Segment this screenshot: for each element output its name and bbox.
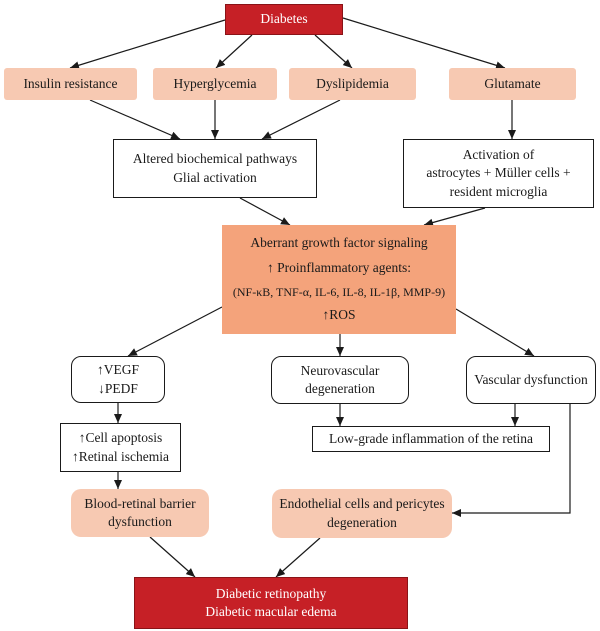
arrow-central-vegf [127,306,223,357]
activation-line1: Activation of [462,147,535,163]
endothelial-line1: Endothelial cells and pericytes [279,496,445,512]
neurovascular-line2: degeneration [305,381,375,396]
glial-activation-node: Activation of astrocytes + Müller cells … [403,139,594,208]
arrow-diabetes-dyslipidemia [314,34,353,69]
arrow-brb-outcome [149,536,196,578]
insulin-resistance-label: Insulin resistance [23,75,118,91]
vascular-dysfunction-label: Vascular dysfunction [474,371,588,387]
dyslipidemia-node: Dyslipidemia [289,68,416,100]
cytokines-line: (NF-κB, TNF-α, IL-6, IL-8, IL-1β, MMP-9) [232,284,446,299]
dyslipidemia-label: Dyslipidemia [316,75,389,91]
arrow-insulin-altered [89,99,181,140]
brb-line1: Blood-retinal barrier [84,495,196,511]
endothelial-line2: degeneration [327,514,397,530]
cell-apoptosis-line: ↑Cell apoptosis [78,430,163,446]
arrow-vascular-endothelial [452,404,571,517]
arrow-activation-central [423,207,486,227]
arrow-endothelial-outcome [275,537,321,578]
diabetic-retinopathy-node: Diabetic retinopathy Diabetic macular ed… [134,577,408,629]
neurovascular-node: Neurovascular degeneration [271,356,409,404]
endothelial-degeneration-node: Endothelial cells and pericytes degenera… [272,489,452,538]
proinflammatory-line: ↑ Proinflammatory agents: [267,260,411,276]
neurovascular-line1: Neurovascular [300,362,380,378]
low-grade-inflammation-node: Low-grade inflammation of the retina [312,426,550,452]
apoptosis-ischemia-node: ↑Cell apoptosis ↑Retinal ischemia [60,423,181,472]
aberrant-signaling-line: Aberrant growth factor signaling [250,235,428,251]
brb-dysfunction-node: Blood-retinal barrier dysfunction [71,489,209,537]
altered-pathways-node: Altered biochemical pathways Glial activ… [113,139,317,198]
diabetes-label: Diabetes [260,11,308,27]
arrow-central-vascular [455,308,535,357]
activation-line3: resident microglia [449,183,548,199]
arrow-diabetes-hyperglycemia [215,34,253,69]
arrow-dyslipidemia-altered [261,99,341,140]
arrow-diabetes-insulin [69,19,226,70]
vegf-line: ↑VEGF [96,362,139,378]
activation-line2: astrocytes + Müller cells + [426,165,571,181]
arrow-diabetes-glutamate [342,17,506,70]
vascular-dysfunction-node: Vascular dysfunction [466,356,596,404]
glutamate-label: Glutamate [484,75,541,91]
insulin-resistance-node: Insulin resistance [4,68,137,100]
diabetes-node: Diabetes [225,4,343,35]
aberrant-signaling-node: Aberrant growth factor signaling ↑ Proin… [222,225,456,334]
vegf-pedf-node: ↑VEGF ↓PEDF [71,356,165,403]
glutamate-node: Glutamate [449,68,576,100]
pedf-line: ↓PEDF [98,380,138,396]
hyperglycemia-node: Hyperglycemia [153,68,277,100]
low-grade-inflammation-label: Low-grade inflammation of the retina [329,430,533,446]
altered-pathways-line1: Altered biochemical pathways [132,151,298,167]
arrow-altered-central [239,197,291,226]
retinopathy-line: Diabetic retinopathy [215,585,327,601]
brb-line2: dysfunction [108,514,172,529]
macular-edema-line: Diabetic macular edema [205,604,337,619]
retinal-ischemia-line: ↑Retinal ischemia [71,448,170,464]
glial-activation-line: Glial activation [173,169,257,185]
hyperglycemia-label: Hyperglycemia [173,75,257,91]
ros-line: ↑ROS [322,307,356,323]
